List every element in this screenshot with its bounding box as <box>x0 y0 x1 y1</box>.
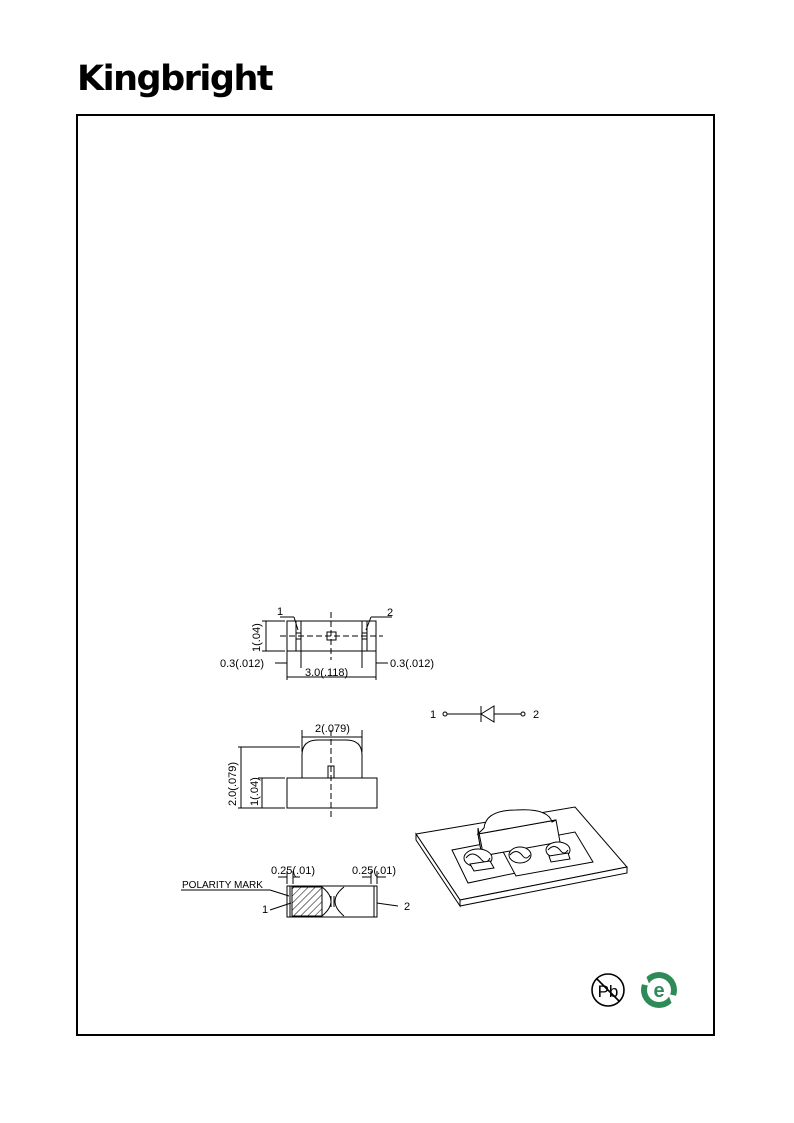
circuit-pin1-label: 1 <box>430 709 436 721</box>
isometric-view <box>415 806 628 908</box>
side-view <box>238 730 378 818</box>
bottom-view-left-pad-dim: 0.25(.01) <box>271 865 315 877</box>
top-view-length-dim: 3.0(.118) <box>305 667 348 679</box>
top-view-right-pad-dim: 0.3(.012) <box>390 658 434 670</box>
top-view-height-dim: 1(.04) <box>251 623 263 652</box>
eco-rohs-icon: e <box>641 972 677 1008</box>
top-view-pin1-label: 1 <box>277 606 283 618</box>
top-view <box>262 612 392 680</box>
bottom-view-right-pad-dim: 0.25(.01) <box>352 865 396 877</box>
brand-logo: Kingbright <box>77 59 274 99</box>
side-view-body <box>286 777 378 809</box>
bottom-view <box>181 871 399 918</box>
svg-text:e: e <box>653 980 664 1002</box>
circuit-pin2-label: 2 <box>533 709 539 721</box>
top-view-pin2-label: 2 <box>387 607 393 619</box>
polarity-hatch <box>291 886 323 917</box>
lead-free-icon: Pb <box>591 973 625 1007</box>
diode-symbol <box>442 705 526 723</box>
top-view-left-pad-dim: 0.3(.012) <box>220 658 264 670</box>
side-view-width-dim: 2(.079) <box>315 723 350 735</box>
bottom-view-body <box>286 885 378 918</box>
side-view-total-height-dim: 2.0(.079) <box>227 762 239 806</box>
side-view-body-height-dim: 1(.04) <box>249 777 261 806</box>
bottom-view-pin1-label: 1 <box>262 904 268 916</box>
polarity-mark-label: POLARITY MARK <box>182 880 263 891</box>
page-frame <box>76 114 715 1036</box>
side-view-dome <box>301 739 363 778</box>
bottom-view-pin2-label: 2 <box>404 901 410 913</box>
